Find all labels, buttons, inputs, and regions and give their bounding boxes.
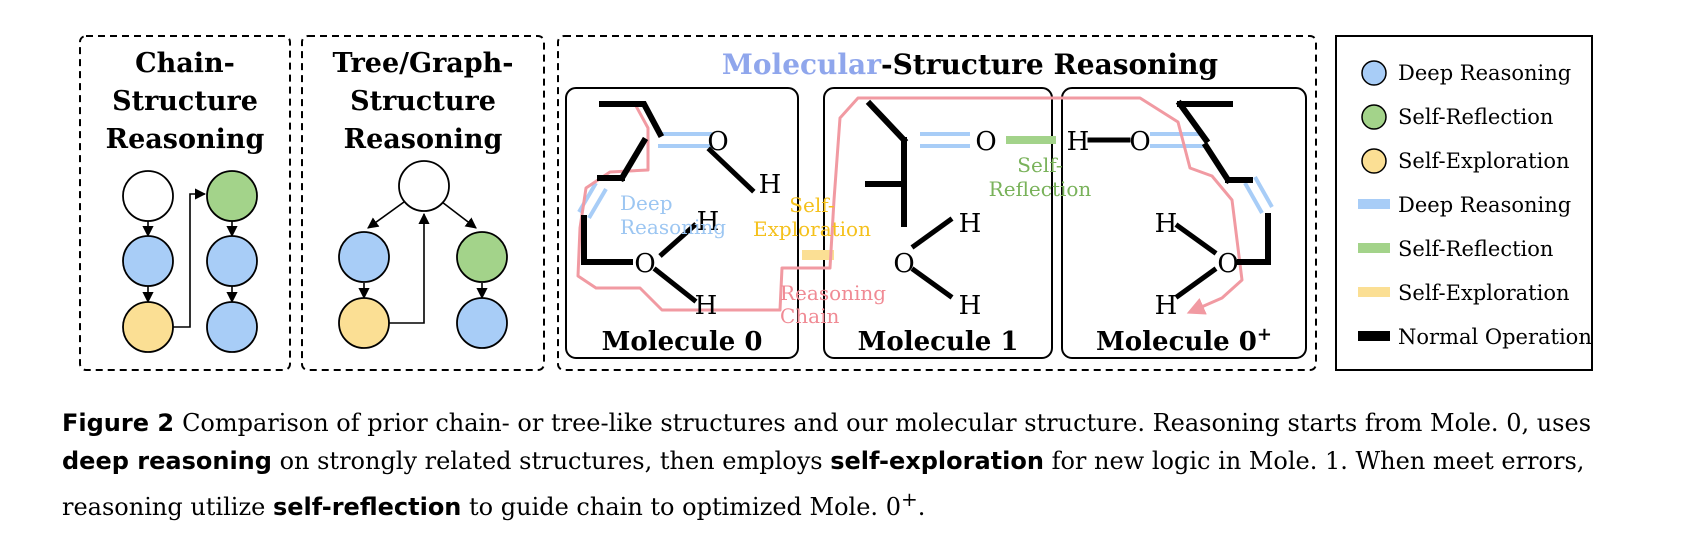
legend-circle-deep	[1361, 60, 1387, 86]
tree-title-line3: Reasoning	[344, 124, 503, 155]
molecular-title-rest: -Structure Reasoning	[881, 48, 1218, 81]
figure-2-diagram: Chain- Structure Reasoning Tree/Graph- S…	[79, 35, 1593, 371]
molecule-0-atom-h2: H	[697, 207, 720, 237]
molecular-title-accent: Molecular	[722, 48, 882, 81]
legend-bar-deep	[1358, 199, 1390, 209]
legend-label-reflection-circle: Self-Reflection	[1398, 105, 1553, 129]
chain-node-deep-3	[206, 301, 258, 353]
tree-node-exploration	[338, 297, 390, 349]
molecule-1-bonds	[865, 99, 954, 300]
self-exploration-annotation-1: Self-	[789, 193, 834, 217]
molecule-0plus-box	[1061, 87, 1307, 359]
deep-reasoning-annotation-2: Reasoning	[620, 215, 726, 239]
molecule-0plus-label-sup: +	[1257, 324, 1272, 345]
tree-node-deep	[338, 231, 390, 283]
molecular-title: Molecular-Structure Reasoning	[722, 48, 1218, 81]
reasoning-chain-annotation-1: Reasoning	[780, 281, 886, 305]
legend-label-reflection-bar: Self-Reflection	[1398, 237, 1553, 261]
self-reflection-annotation-1: Self-	[1017, 153, 1062, 177]
reasoning-chain-path	[576, 96, 1244, 315]
legend-label-normal-bar: Normal Operation	[1398, 325, 1592, 349]
molecule-0-atom-o2: O	[634, 249, 655, 279]
molecule-0-bonds	[581, 101, 756, 304]
caption-text-5: .	[917, 493, 926, 521]
molecule-0-oh-bond	[658, 222, 698, 258]
caption-sup: +	[900, 487, 918, 511]
deep-bonds	[577, 132, 1274, 220]
legend-circle-reflection	[1361, 104, 1387, 130]
molecule-1-atom-h1: H	[959, 209, 982, 239]
legend-label-exploration-bar: Self-Exploration	[1398, 281, 1570, 305]
molecule-0-box	[565, 87, 799, 359]
caption-bold-reflection: self-reflection	[272, 493, 462, 521]
molecular-structure-panel: Molecular-Structure Reasoning O H	[557, 35, 1317, 371]
caption-text-4: to guide chain to optimized Mole. 0	[461, 493, 901, 521]
tree-node-reflection	[456, 231, 508, 283]
molecule-1-box	[823, 87, 1053, 359]
caption-bold-deep: deep reasoning	[62, 447, 272, 475]
reasoning-chain-annotation-2: Chain	[780, 304, 840, 328]
molecule-0plus-atom-h3: H	[1155, 291, 1178, 321]
chain-title-line2: Structure	[112, 86, 258, 117]
chain-title-line1: Chain-	[135, 48, 235, 79]
chain-node-deep	[122, 235, 174, 287]
legend-label-deep-bar: Deep Reasoning	[1398, 193, 1571, 217]
molecule-0-atom-o1: O	[707, 127, 728, 157]
chain-node-start	[122, 170, 174, 222]
molecule-0plus-bonds	[1087, 99, 1271, 300]
legend-circle-exploration	[1361, 148, 1387, 174]
chain-structure-panel: Chain- Structure Reasoning	[79, 35, 291, 371]
legend-label-deep-circle: Deep Reasoning	[1398, 61, 1571, 85]
chain-node-exploration	[122, 301, 174, 353]
molecule-0-atom-h1: H	[759, 170, 782, 200]
molecule-0plus-atom-h2: H	[1155, 209, 1178, 239]
caption-text-2: on strongly related structures, then emp…	[271, 447, 831, 475]
legend-label-exploration-circle: Self-Exploration	[1398, 149, 1570, 173]
chain-node-deep-2	[206, 235, 258, 287]
tree-title-line1: Tree/Graph-	[332, 48, 513, 79]
self-reflection-annotation-2: Reflection	[989, 177, 1092, 201]
molecule-0-atom-h3: H	[695, 291, 718, 321]
molecule-1-label: Molecule 1	[858, 327, 1019, 357]
legend-bar-normal	[1358, 331, 1390, 341]
caption-bold-exploration: self-exploration	[830, 447, 1044, 475]
caption-text-1: Comparison of prior chain- or tree-like …	[182, 409, 1592, 437]
tree-node-root	[398, 160, 450, 212]
caption-text-3: for new logic in Mole. 1. When meet erro…	[62, 447, 1585, 521]
molecule-0plus-label: Molecule 0+	[1096, 324, 1272, 357]
legend-bar-reflection	[1358, 243, 1390, 253]
caption-label: Figure 2	[62, 409, 175, 437]
molecule-1-atom-o1: O	[975, 127, 996, 157]
molecule-0plus-label-text: Molecule 0	[1096, 327, 1257, 357]
chain-title-line3: Reasoning	[106, 124, 265, 155]
chain-node-reflection	[206, 170, 258, 222]
self-exploration-annotation-2: Exploration	[753, 217, 871, 241]
molecule-0-label: Molecule 0	[602, 327, 763, 357]
tree-title-line2: Structure	[350, 86, 496, 117]
legend-bar-exploration	[1358, 287, 1390, 297]
molecule-0plus-atom-h1: H	[1067, 127, 1090, 157]
molecule-0plus-atom-o1: O	[1129, 127, 1150, 157]
molecule-1-atom-o2: O	[893, 249, 914, 279]
molecule-0plus-atom-o2: O	[1217, 249, 1238, 279]
legend: Deep Reasoning Self-Reflection Self-Expl…	[1335, 35, 1593, 371]
tree-structure-panel: Tree/Graph- Structure Reasoning	[301, 35, 545, 371]
tree-node-deep-2	[456, 297, 508, 349]
molecule-1-atom-h2: H	[959, 291, 982, 321]
deep-reasoning-annotation-1: Deep	[620, 191, 673, 215]
